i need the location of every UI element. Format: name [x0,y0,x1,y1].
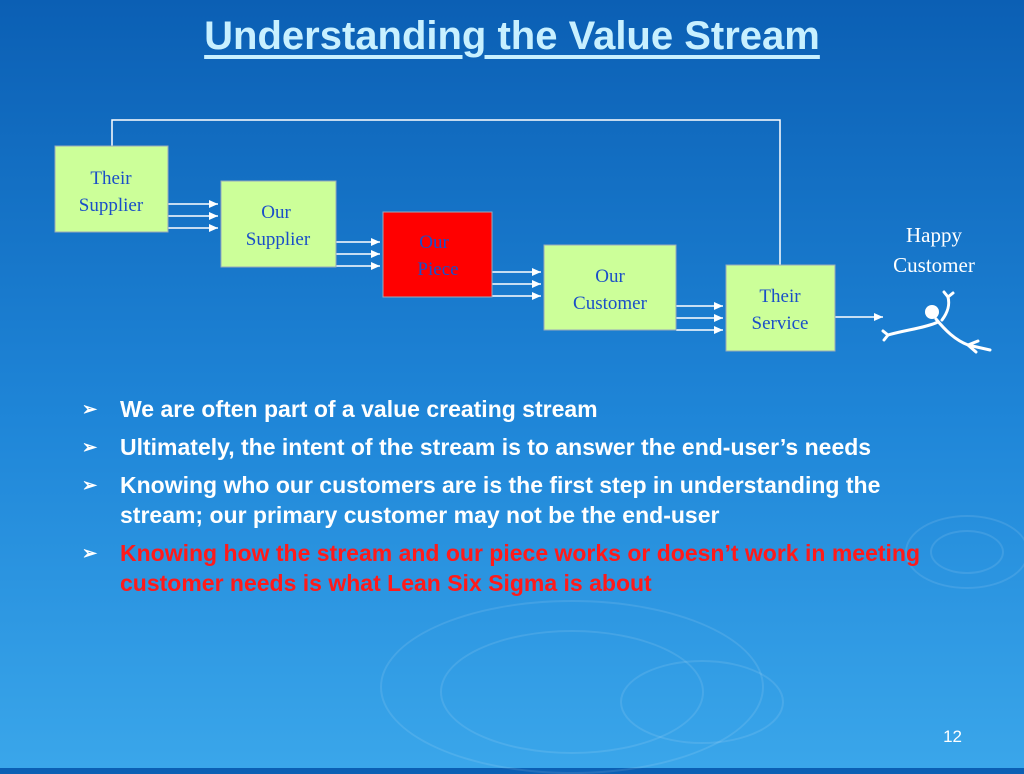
node-label-line1: Our [595,266,625,287]
node-label-line1: Their [759,286,801,307]
ripple-decoration [620,660,784,744]
node-their-supplier: Their Supplier [54,145,169,233]
feedback-loop-line [111,119,781,265]
bullet-text: Knowing how the stream and our piece wor… [120,540,921,596]
node-box [54,145,169,233]
node-our-piece: Our Piece [382,211,493,298]
bullet-item-highlight: ➢ Knowing how the stream and our piece w… [82,538,932,598]
slide-title: Understanding the Value Stream [204,14,820,58]
node-their-service: Their Service [725,264,836,352]
bullet-text: Ultimately, the intent of the stream is … [120,434,872,460]
node-label-line1: Our [261,202,291,223]
node-box [543,244,677,331]
node-label-line2: Supplier [79,195,144,216]
bullet-item: ➢ Ultimately, the intent of the stream i… [82,432,932,462]
bullet-item: ➢ Knowing who our customers are is the f… [82,470,932,530]
bullet-list: ➢ We are often part of a value creating … [82,394,932,606]
node-label-line1: Our [419,232,449,253]
bullet-arrow-icon: ➢ [82,399,98,419]
node-box [220,180,337,268]
happy-customer-label-line1: Happy [906,223,962,247]
page-number: 12 [943,727,962,746]
happy-customer-label-line2: Customer [893,253,975,277]
value-stream-diagram: Their Supplier Our Supplier Our Piece Ou… [54,119,992,354]
node-label-line1: Their [90,168,132,189]
bullet-item: ➢ We are often part of a value creating … [82,394,932,424]
node-label-line2: Service [752,313,809,334]
bullet-arrow-icon: ➢ [82,475,98,495]
ripple-decoration [905,515,1024,589]
node-our-customer: Our Customer [543,244,677,331]
bullet-arrow-icon: ➢ [82,543,98,563]
bullet-arrow-icon: ➢ [82,437,98,457]
node-label-line2: Customer [573,293,648,314]
bullet-text: Knowing who our customers are is the fir… [120,472,881,528]
happy-customer-figure-icon [881,290,992,354]
node-label-line2: Piece [417,259,458,280]
node-our-supplier: Our Supplier [220,180,337,268]
node-box [382,211,493,298]
node-box [725,264,836,352]
bullet-text: We are often part of a value creating st… [120,396,598,422]
flow-arrows [168,200,883,334]
node-label-line2: Supplier [246,229,311,250]
